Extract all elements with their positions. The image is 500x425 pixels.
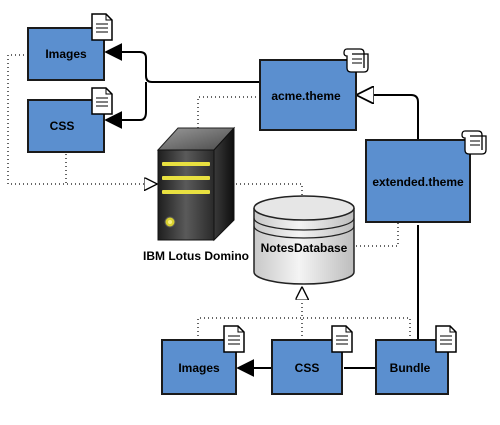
node-images-top[interactable]: Images xyxy=(27,13,113,81)
node-bundle[interactable]: Bundle xyxy=(375,325,457,395)
dotted-bundle-to-database xyxy=(302,317,411,340)
node-css-bottom-label: CSS xyxy=(295,361,320,375)
scroll-icon xyxy=(343,48,369,73)
node-extended-theme-label: extended.theme xyxy=(372,175,464,189)
node-extended-theme[interactable]: extended.theme xyxy=(365,130,487,223)
dotted-images-to-server xyxy=(7,54,156,184)
document-icon xyxy=(223,325,245,353)
scroll-icon xyxy=(461,130,487,155)
connector-acme-to-images xyxy=(104,43,260,83)
node-css-bottom[interactable]: CSS xyxy=(271,325,353,395)
dotted-server-to-database xyxy=(236,183,303,200)
dotted-extended-to-database xyxy=(356,223,399,247)
document-icon xyxy=(435,325,457,353)
document-icon xyxy=(331,325,353,353)
node-images-bottom[interactable]: Images xyxy=(161,325,245,395)
server-caption: IBM Lotus Domino xyxy=(143,249,249,263)
node-bundle-label: Bundle xyxy=(390,361,431,375)
connector-extended-to-acme xyxy=(358,95,419,140)
document-icon xyxy=(91,13,113,41)
connector-acme-to-css xyxy=(104,82,147,129)
node-acme-theme-label: acme.theme xyxy=(271,89,341,103)
dotted-acme-to-server xyxy=(197,96,260,128)
node-images-top-label: Images xyxy=(45,47,87,61)
node-css-top[interactable]: CSS xyxy=(27,87,113,153)
dotted-images-bottom-to-database xyxy=(197,317,302,340)
database-cylinder-icon[interactable]: NotesDatabase xyxy=(253,195,355,285)
document-icon xyxy=(91,87,113,115)
server-tower-icon[interactable] xyxy=(156,126,236,242)
database-label: NotesDatabase xyxy=(261,241,348,255)
node-css-top-label: CSS xyxy=(50,119,75,133)
node-acme-theme[interactable]: acme.theme xyxy=(259,48,369,131)
node-images-bottom-label: Images xyxy=(178,361,220,375)
